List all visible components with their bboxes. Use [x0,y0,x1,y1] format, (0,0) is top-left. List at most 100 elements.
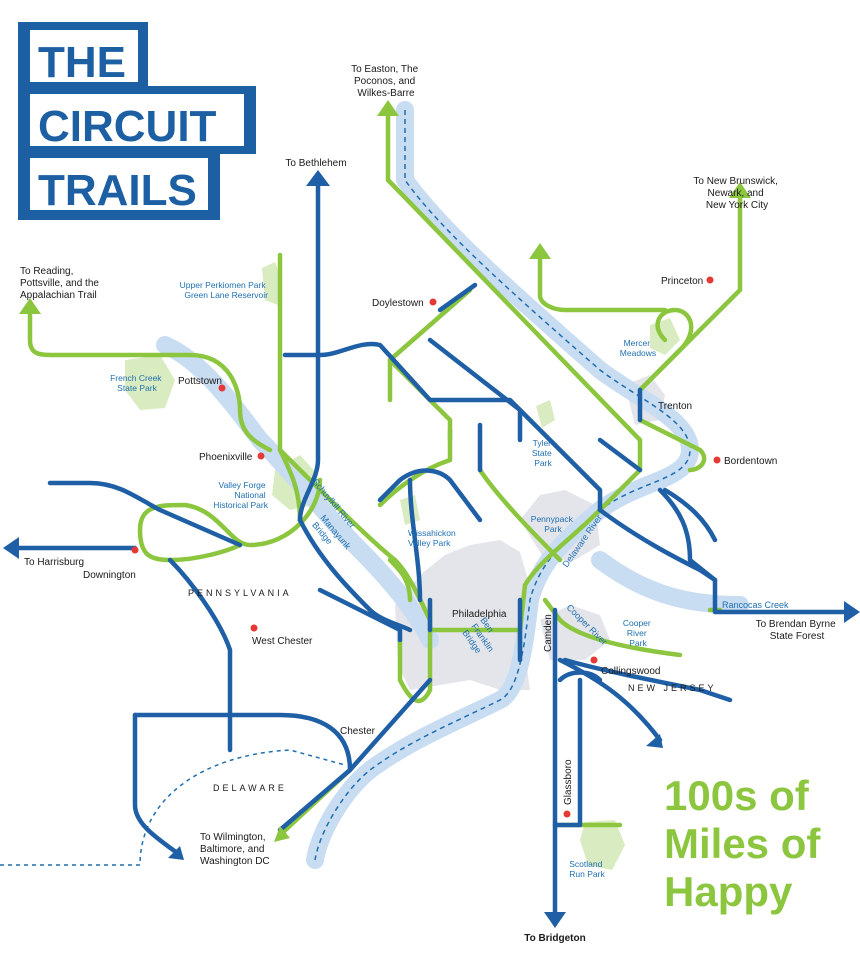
label-pottstown: Pottstown [178,376,222,387]
label-delaware: DELAWARE [213,783,287,793]
trail-blue-doylestown [427,337,523,443]
tagline-line-3: Happy [664,868,793,915]
french-creek-park-area [125,355,175,410]
glassboro-marker [563,810,571,818]
doylestown-marker [429,298,437,306]
trail-blue-rancocas [662,487,718,543]
arrow-to-princeton [529,243,551,259]
upper-perkiomen-park-area [262,262,282,305]
label-to-reading: To Reading, Pottsville, and the Appalach… [20,266,102,301]
label-camden: Camden [543,614,554,652]
label-philadelphia: Philadelphia [452,609,507,620]
trail-green-mercer-loop [637,307,694,393]
trail-blue-new-jersey-south [557,657,663,743]
collingswood-marker [590,656,598,664]
label-to-wilmington: To Wilmington, Baltimore, and Washington… [200,832,270,867]
logo-inner-3 [30,158,208,210]
label-to-new-york: To New Brunswick, Newark, and New York C… [693,176,780,211]
label-valley-forge: Valley Forge National Historical Park [213,480,269,510]
label-phoenixville: Phoenixville [199,452,253,463]
label-cooper-river-park: Cooper River Park [623,618,653,648]
logo-inner-1 [30,30,138,82]
trail-blue-philly-south [277,677,433,833]
bordentown-marker [713,456,721,464]
trail-green-doylestown [387,287,473,363]
label-to-harrisburg: To Harrisburg [24,557,84,568]
trail-blue-philly-ne [282,341,603,513]
label-to-easton: To Easton, The Poconos, and Wilkes-Barre [351,64,421,99]
trail-green-delaware-waterfront [517,507,603,653]
tagline-line-1: 100s of [664,772,809,819]
trail-blue-cheltenham [377,468,483,523]
trail-green-misc [387,557,413,603]
arrow-to-reading [19,298,41,314]
logo-line-1: THE [38,38,126,87]
trail-green-camden [542,597,683,658]
trail-blue-delaware-county [132,712,353,773]
trail-blue-roxborough [407,477,423,603]
west-chester-marker [250,624,258,632]
label-tyler: Tyler State Park [532,438,554,468]
rancocas-creek [591,551,749,614]
label-doylestown: Doylestown [372,298,424,309]
trail-green-new-york [637,187,743,393]
trail-green-princeton [537,247,668,313]
trail-blue-camden-loop [557,670,603,683]
label-to-bridgeton: To Bridgeton [524,933,585,944]
trail-blue-west-chester [167,557,233,753]
logo: THE CIRCUIT TRAILS [18,22,256,220]
label-downington: Downington [83,570,136,581]
arrow-to-new-york [729,182,751,198]
trail-blue-philly-west [297,517,413,633]
label-to-brendan-byrne: To Brendan Byrne State Forest [756,619,839,642]
tagline: 100s of Miles of Happy [664,772,820,916]
scotland-run-park-area [580,820,625,870]
trail-blue-trenton-link [597,437,643,473]
trail-green-downington [137,527,243,563]
label-scotland-run: Scotland Run Park [569,859,605,879]
trail-green-easton [385,105,643,513]
label-new-jersey: NEW JERSEY [628,683,717,693]
label-rancocas-creek: Rancocas Creek [722,600,789,610]
trail-blue-philly-center [427,597,523,663]
label-west-chester: West Chester [252,636,313,647]
schuylkill-river [156,336,439,649]
trail-blue-downington-east [47,480,243,548]
arrow-nj-southeast [646,734,663,748]
label-collingswood: Collingswood [601,666,660,677]
delaware-state-line [0,749,346,866]
arrow-to-brendan-byrne [844,601,860,623]
trail-blue-chester-spur [132,712,183,858]
trail-blue-glassboro [552,677,583,828]
pottstown-marker [218,384,226,392]
label-pennsylvania: PENNSYLVANIA [188,588,292,598]
trail-blue-burlington [657,487,718,583]
label-mercer-meadows: Mercer Meadows [620,338,656,358]
label-bordentown: Bordentown [724,456,777,467]
label-princeton: Princeton [661,276,703,287]
label-pennypack: Pennypack Park [531,514,575,534]
city-markers [131,276,721,818]
arrow-to-delaware [168,846,184,860]
trail-blue-philly-west-2 [317,587,403,643]
tagline-line-2: Miles of [664,820,821,867]
tyler-park-area [536,400,555,428]
arrow-to-harrisburg [3,537,19,559]
logo-inner-2 [30,94,244,146]
trail-blue-doylestown-north [437,282,478,313]
label-wissahickon: Wissahickon Valley Park [408,528,458,548]
logo-line-3: TRAILS [38,166,197,215]
trail-blue-bethlehem [297,172,321,523]
arrow-to-wilmington [274,826,290,842]
trail-green-ne-delaware [637,417,707,473]
arrow-to-bridgeton [544,912,566,928]
arrow-to-bethlehem [306,170,330,186]
trail-green-reading [27,302,273,453]
label-to-bethlehem: To Bethlehem [285,158,346,169]
logo-line-2: CIRCUIT [38,102,217,151]
trail-green-wissahickon [377,427,453,508]
trail-blue-nj-east [562,657,733,703]
princeton-marker [706,276,714,284]
downington-marker [131,546,139,554]
